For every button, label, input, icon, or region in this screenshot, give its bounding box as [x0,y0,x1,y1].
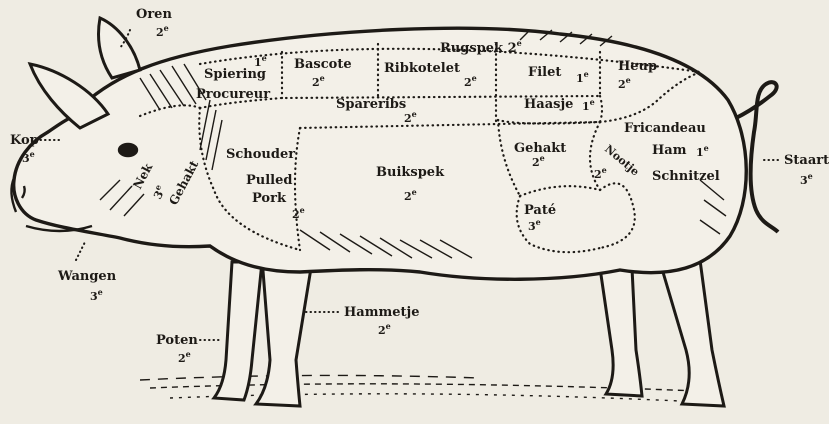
label-procureur: Procureur [196,87,270,102]
pig-eye [119,144,137,156]
label-haasje: Haasje [524,97,573,112]
front-leg-back [214,262,262,400]
label-poten: Poten [156,333,198,348]
label-ribkotelet: Ribkotelet [384,61,460,76]
label-heup: Heup [618,59,657,74]
pig-legs [214,258,724,406]
label-wangen-grade: 3e [90,287,103,303]
label-schouder: Schouder [226,147,295,162]
label-spiering: Spiering [204,67,266,82]
label-fricandeau: Fricandeau [624,121,706,136]
label-wangen: Wangen [57,269,117,284]
label-pate: Paté [524,203,556,218]
label-hammetje-grade: 2e [378,321,391,337]
label-spareribs: Spareribs [336,97,406,112]
label-bascote: Bascote [294,57,352,72]
label-schnitzel: Schnitzel [652,169,720,184]
hind-leg-back [600,268,642,396]
label-staart-grade: 3e [800,171,813,187]
label-oren-grade: 2e [156,23,169,39]
label-pork: Pork [252,191,287,206]
front-leg [256,258,312,406]
ear-back [99,18,141,78]
label-pulled: Pulled [246,173,292,188]
label-staart: Staart [784,153,829,168]
label-kop: Kop [10,133,39,148]
label-buikspek: Buikspek [376,165,445,180]
label-hammetje: Hammetje [344,305,419,320]
label-poten-grade: 2e [178,349,191,365]
hind-leg [660,260,724,406]
label-oren: Oren [136,7,172,22]
label-rugspek: Rugspek 2e [440,38,522,56]
label-ham: Ham [652,143,687,158]
label-filet: Filet [528,65,561,80]
